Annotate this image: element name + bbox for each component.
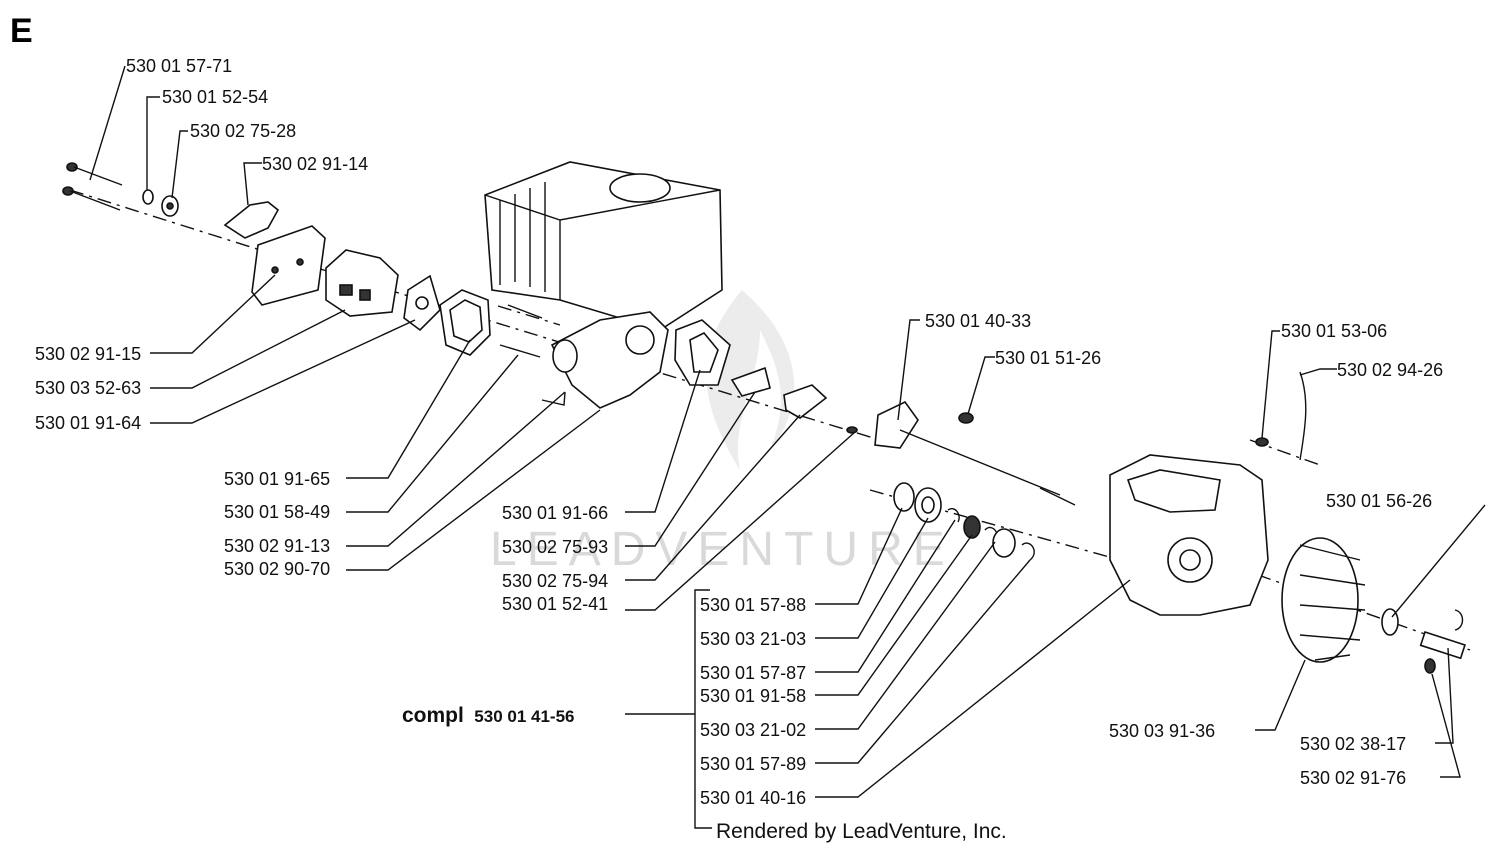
part-label: 530 01 40-16 bbox=[700, 788, 806, 808]
section-letter: E bbox=[10, 12, 33, 50]
part-label: 530 03 52-63 bbox=[35, 378, 141, 398]
assembly-label: compl 530 01 41-56 bbox=[402, 704, 575, 727]
part-label: 530 03 21-03 bbox=[700, 629, 806, 649]
part-label: 530 01 57-71 bbox=[126, 56, 232, 76]
render-credit: Rendered by LeadVenture, Inc. bbox=[716, 820, 1007, 843]
part-label: 530 02 75-28 bbox=[190, 121, 296, 141]
part-label: 530 02 94-26 bbox=[1337, 360, 1443, 380]
part-label: 530 03 21-02 bbox=[700, 720, 806, 740]
part-label: 530 02 91-15 bbox=[35, 344, 141, 364]
part-label: 530 01 52-54 bbox=[162, 87, 268, 107]
part-label: 530 02 90-70 bbox=[224, 559, 330, 579]
part-label: 530 01 51-26 bbox=[995, 348, 1101, 368]
part-label: 530 01 91-66 bbox=[502, 503, 608, 523]
part-label: 530 03 91-36 bbox=[1109, 721, 1215, 741]
leader-lines bbox=[89, 65, 1486, 829]
part-label: 530 01 57-87 bbox=[700, 663, 806, 683]
flywheel bbox=[1281, 537, 1366, 663]
part-label: 530 01 91-64 bbox=[35, 413, 141, 433]
assembly-number: 530 01 41-56 bbox=[474, 707, 574, 726]
part-label: 530 01 56-26 bbox=[1326, 491, 1432, 511]
part-label: 530 01 40-33 bbox=[925, 311, 1031, 331]
watermark: LEADVENTURE bbox=[490, 290, 955, 576]
part-label: 530 01 57-88 bbox=[700, 595, 806, 615]
part-label: 530 01 91-65 bbox=[224, 469, 330, 489]
part-label: 530 02 75-93 bbox=[502, 537, 608, 557]
part-label: 530 01 52-41 bbox=[502, 594, 608, 614]
part-label: 530 01 57-89 bbox=[700, 754, 806, 774]
part-drawings bbox=[62, 161, 1466, 674]
part-label: 530 02 91-76 bbox=[1300, 768, 1406, 788]
assembly-prefix: compl bbox=[402, 704, 464, 727]
watermark-text: LEADVENTURE bbox=[490, 523, 955, 576]
screw-pair bbox=[62, 162, 123, 211]
part-label: 530 01 58-49 bbox=[224, 502, 330, 522]
part-label: 530 02 38-17 bbox=[1300, 734, 1406, 754]
part-labels: 530 01 57-71 530 01 52-54 530 02 75-28 5… bbox=[35, 56, 1443, 843]
part-label: 530 02 91-14 bbox=[262, 154, 368, 174]
part-label: 530 02 75-94 bbox=[502, 571, 608, 591]
part-label: 530 01 53-06 bbox=[1281, 321, 1387, 341]
part-label: 530 02 91-13 bbox=[224, 536, 330, 556]
part-label: 530 01 91-58 bbox=[700, 686, 806, 706]
